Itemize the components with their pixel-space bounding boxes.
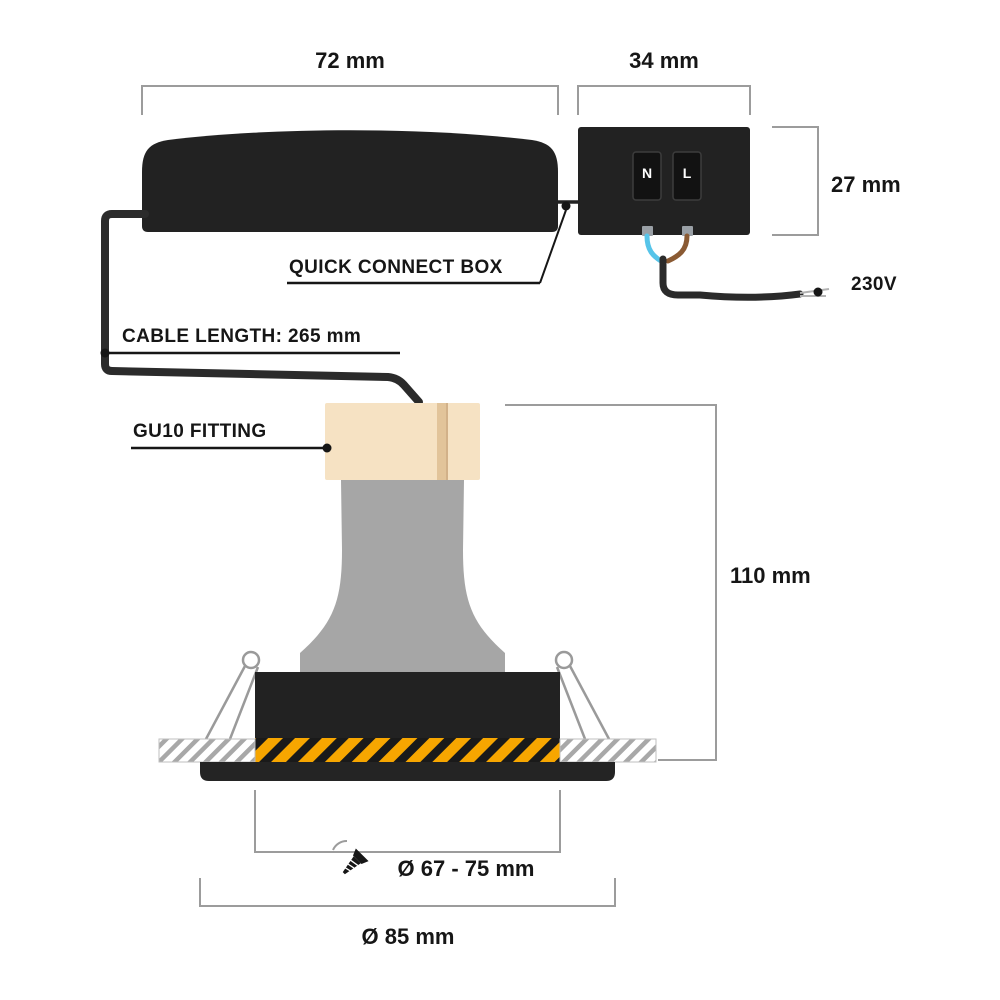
- screw-thread-1: [350, 859, 359, 866]
- dim-34mm-bracket: [577, 85, 751, 115]
- terminal-n-ferrule: [642, 226, 653, 236]
- screw-head: [353, 848, 369, 864]
- screw-thread-3: [344, 867, 351, 872]
- dim-bezel-bracket: [199, 878, 616, 907]
- label-group-quick-connect-box: QUICK CONNECT BOX: [287, 201, 571, 285]
- supply-cable: [101, 210, 423, 406]
- spring-leg-right-outer: [568, 665, 611, 740]
- trim-bezel: [200, 762, 615, 781]
- leader-dot-cable-length: [100, 348, 110, 358]
- lamp-body: [300, 480, 505, 673]
- mains-cable: [659, 255, 804, 301]
- gu10-fitting: [325, 403, 480, 480]
- dim-72mm-label: 72 mm: [315, 48, 385, 73]
- dim-27mm-label: 27 mm: [831, 172, 901, 197]
- dim-cutout-bracket: [254, 790, 561, 853]
- label-group-gu10-fitting: GU10 FITTING: [131, 421, 332, 453]
- quick-connect-box-body: [142, 130, 558, 232]
- wire-neutral-blue: [644, 233, 664, 264]
- dim-72mm: 72 mm: [141, 48, 559, 115]
- gu10-fitting-stripe: [437, 403, 446, 480]
- voltage-label: 230V: [851, 274, 897, 295]
- dim-cutout: Ø 67 - 75 mm: [254, 790, 561, 881]
- cable-end-dot: [813, 287, 823, 297]
- screw-thread-2: [347, 863, 355, 869]
- dim-cutout-label: Ø 67 - 75 mm: [398, 856, 535, 881]
- screw-swoosh: [332, 839, 348, 851]
- cable-stripped-end: [799, 287, 830, 297]
- spring-leg-left-inner: [228, 666, 260, 740]
- mounting-ring: [255, 672, 560, 738]
- label-cable-length: CABLE LENGTH: 265 mm: [122, 326, 361, 347]
- leader-quick-connect-box: [539, 209, 567, 284]
- dim-110mm: 110 mm: [505, 404, 811, 761]
- dim-bezel-label: Ø 85 mm: [362, 924, 455, 949]
- spring-loop-right: [554, 650, 574, 670]
- dim-72mm-bracket: [141, 85, 559, 115]
- label-quick-connect-box: QUICK CONNECT BOX: [289, 257, 503, 278]
- wire-live-brown: [665, 233, 690, 264]
- dim-bezel: Ø 85 mm: [199, 878, 616, 949]
- terminal-box-body: [578, 127, 750, 235]
- dim-27mm: 27 mm: [772, 126, 901, 236]
- terminal-n-block: [632, 151, 662, 201]
- spring-clip-left: [204, 650, 261, 740]
- spring-loop-left: [241, 650, 261, 670]
- ceiling-section-right: [559, 738, 657, 763]
- ceiling-cutout-section: [255, 737, 560, 762]
- screw-icon: [332, 839, 369, 875]
- terminal-box: N L: [578, 127, 750, 236]
- dim-110mm-label: 110 mm: [730, 563, 811, 588]
- dim-34mm: 34 mm: [577, 48, 751, 115]
- spring-leg-left-outer: [204, 665, 247, 740]
- dim-110mm-bracket: [505, 404, 717, 761]
- spring-leg-right-inner: [555, 666, 587, 740]
- label-group-cable-length: CABLE LENGTH: 265 mm: [100, 326, 400, 358]
- gu10-fitting-stripe-line: [446, 403, 448, 480]
- terminal-l-label: L: [683, 165, 692, 181]
- ceiling-section-left: [158, 738, 256, 763]
- spring-clip-right: [554, 650, 611, 740]
- label-gu10-fitting: GU10 FITTING: [133, 421, 267, 442]
- dim-27mm-bracket: [772, 126, 819, 236]
- terminal-l-ferrule: [682, 226, 693, 236]
- leader-dot-gu10-fitting: [322, 443, 332, 453]
- gu10-fitting-body: [325, 403, 480, 480]
- leader-dot-quick-connect-box: [561, 201, 571, 211]
- dim-34mm-label: 34 mm: [629, 48, 699, 73]
- terminal-n-label: N: [642, 165, 652, 181]
- terminal-l-block: [672, 151, 702, 201]
